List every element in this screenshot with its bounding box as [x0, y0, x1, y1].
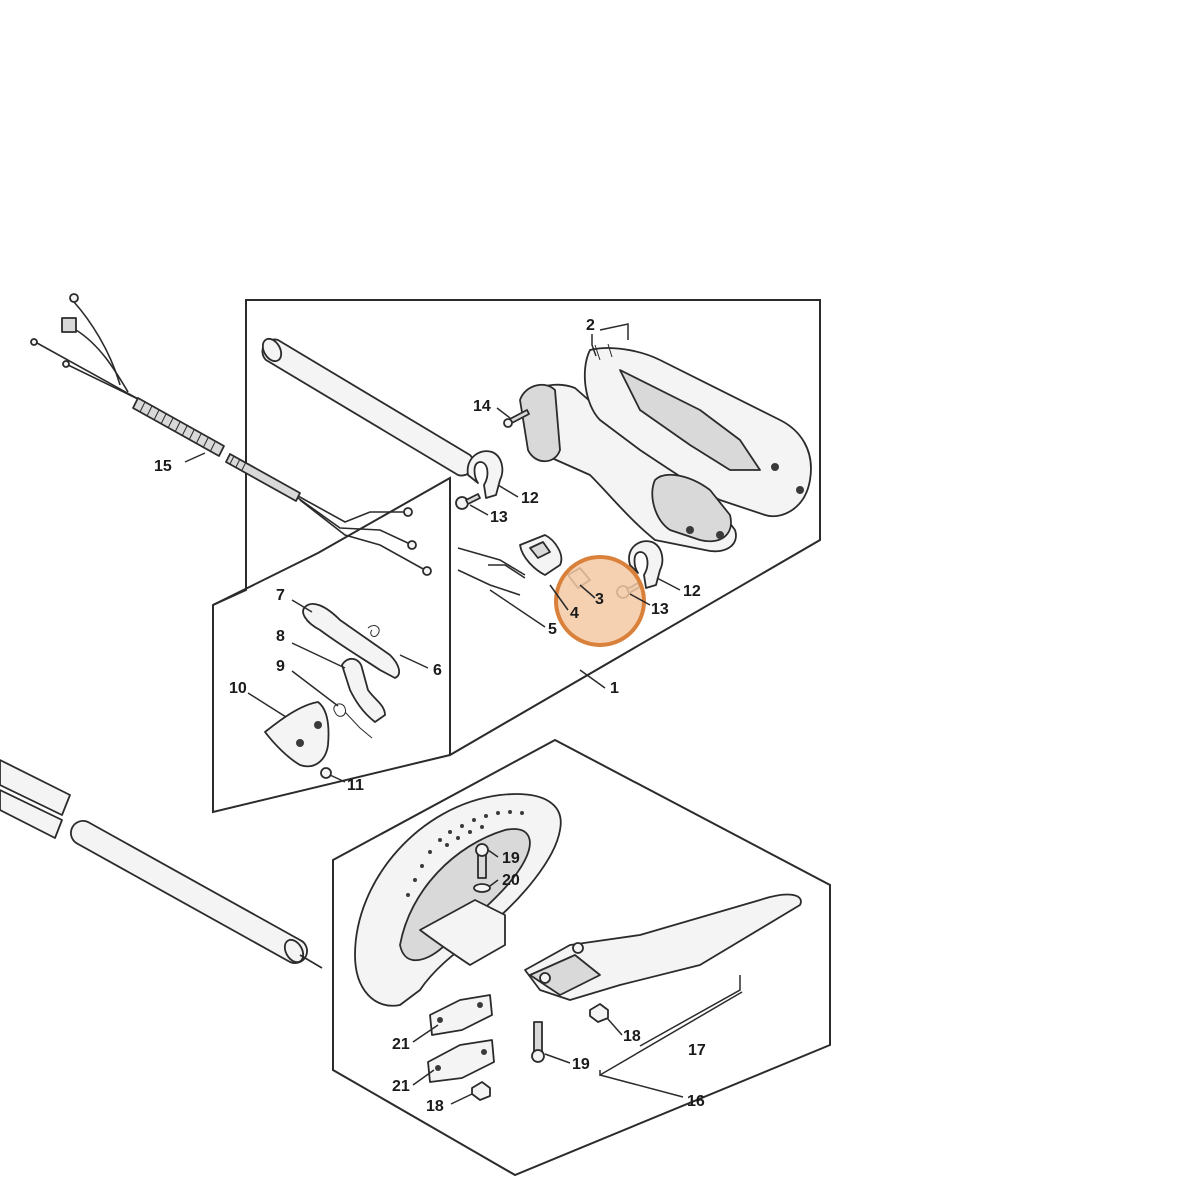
label-8: 8 [276, 628, 285, 645]
label-19b: 19 [572, 1056, 590, 1073]
screw-19-lower [531, 1021, 545, 1063]
label-18a: 18 [623, 1028, 641, 1045]
bracket-21-upper [429, 994, 493, 1036]
label-7: 7 [276, 587, 285, 604]
label-9: 9 [276, 658, 285, 675]
label-6: 6 [433, 662, 442, 679]
label-17: 17 [688, 1042, 706, 1059]
label-13a: 13 [490, 509, 508, 526]
bracket-21-lower [427, 1039, 495, 1083]
switch-housing-10 [264, 701, 330, 768]
label-13b: 13 [651, 601, 669, 618]
screw-11 [320, 767, 332, 779]
label-1: 1 [610, 680, 619, 697]
spring-6 [367, 625, 380, 637]
clamp-12-upper [466, 450, 504, 499]
label-3: 3 [595, 591, 604, 608]
screw-13-upper [455, 493, 481, 510]
label-2: 2 [586, 317, 595, 334]
label-16: 16 [687, 1093, 705, 1110]
label-12b: 12 [683, 583, 701, 600]
washer-20 [473, 883, 491, 893]
spring-coil [139, 401, 216, 453]
label-18b: 18 [426, 1098, 444, 1115]
label-19a: 19 [502, 850, 520, 867]
handle-tube [261, 337, 475, 477]
slide-switch-4 [519, 534, 563, 576]
torsion-spring-9 [333, 703, 373, 739]
screw-14 [503, 409, 530, 428]
barrier-bar-17 [524, 893, 802, 1001]
label-14: 14 [473, 398, 491, 415]
contact-spring-5 [457, 547, 526, 596]
throttle-trigger-8 [341, 658, 386, 723]
sub-box-switch-lever [212, 476, 451, 755]
label-10: 10 [229, 680, 247, 697]
control-handle-housing [519, 343, 812, 553]
nut-18-upper [589, 1003, 609, 1023]
drive-tube [0, 759, 323, 969]
throttle-lock-lever-7 [302, 603, 401, 679]
nut-18-lower [471, 1081, 491, 1101]
label-11: 11 [347, 777, 364, 794]
label-20: 20 [502, 872, 520, 889]
label-21a: 21 [392, 1036, 410, 1053]
loop-handle-assembly [354, 793, 802, 1101]
throttle-cable-harness [30, 293, 432, 576]
screw-19-upper [475, 843, 489, 879]
assembly-box-1 [212, 299, 821, 814]
label-12a: 12 [521, 490, 539, 507]
label-5: 5 [548, 621, 557, 638]
label-4: 4 [570, 605, 579, 622]
leader-lines [184, 323, 743, 1105]
label-15: 15 [154, 458, 172, 475]
label-21b: 21 [392, 1078, 410, 1095]
callout-labels: 1 2 3 4 5 6 7 8 9 10 11 12 12 13 13 14 1… [154, 317, 706, 1115]
assembly-box-16 [332, 738, 831, 1177]
grip-dots [406, 810, 524, 897]
clamp-12-lower [628, 540, 664, 589]
